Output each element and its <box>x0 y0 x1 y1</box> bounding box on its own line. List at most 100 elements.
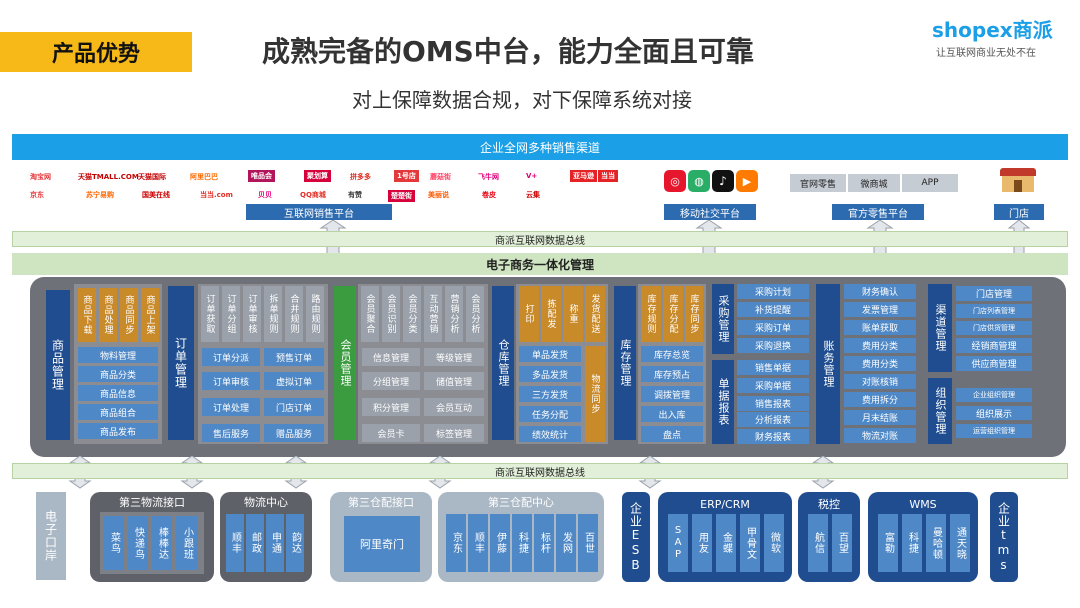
douyin-icon: ♪ <box>712 170 734 192</box>
order-col: 订单审核 <box>243 286 261 342</box>
goods-col: 商品下载 <box>78 288 96 342</box>
channel-row: 经销商管理 <box>956 338 1032 353</box>
section-tag: 产品优势 <box>0 32 192 72</box>
wechat-icon: ◍ <box>688 170 710 192</box>
member-row: 信息管理 <box>362 348 420 366</box>
logistics-center-item: 申通 <box>266 514 284 572</box>
org-title: 组织管理 <box>928 378 952 444</box>
tax-title: 税控 <box>818 498 840 511</box>
channel-title: 渠道管理 <box>928 284 952 372</box>
report-row: 采购单据 <box>737 378 809 393</box>
wms-center-title: 第三仓配中心 <box>488 496 554 509</box>
org-row: 运营组织管理 <box>956 424 1032 438</box>
data-bus-bottom: 商派互联网数据总线 <box>12 463 1068 479</box>
goods-col: 商品同步 <box>120 288 138 342</box>
channel-row: 门店供货管理 <box>956 321 1032 335</box>
order-row: 订单分派 <box>202 348 260 366</box>
order-row: 虚拟订单 <box>264 372 324 390</box>
goods-col: 商品上架 <box>141 288 159 342</box>
account-row: 费用分类 <box>844 338 916 353</box>
logistics-center-item: 韵达 <box>286 514 304 572</box>
warehouse-row: 单品发货 <box>519 346 581 362</box>
account-row: 对账核销 <box>844 374 916 389</box>
wms-title: WMS <box>909 497 937 511</box>
logistics-item: 菜鸟 <box>104 516 124 570</box>
goods-row: 商品组合 <box>78 404 158 420</box>
wms-center-item: 标杆 <box>534 514 554 572</box>
member-title: 会员管理 <box>334 286 356 440</box>
member-row: 分组管理 <box>362 372 420 390</box>
member-col: 会员识别 <box>382 286 400 342</box>
warehouse-row: 多品发货 <box>519 366 581 382</box>
social-icons: ◎ ◍ ♪ ▶ <box>664 168 764 196</box>
order-row: 售后服务 <box>202 424 260 442</box>
wms-center-item: 京东 <box>446 514 466 572</box>
stock-row: 库存总览 <box>641 346 703 362</box>
wms-item: 富勒 <box>878 514 898 572</box>
order-col: 拆单规则 <box>264 286 282 342</box>
member-col: 营销分析 <box>445 286 463 342</box>
brand-slogan: 让互联网商业无处不在 <box>936 48 1036 59</box>
account-title: 账务管理 <box>816 284 840 444</box>
member-col: 会员聚合 <box>361 286 379 342</box>
account-row: 月末结账 <box>844 410 916 425</box>
order-row: 预售订单 <box>264 348 324 366</box>
purchase-row: 采购计划 <box>737 284 809 299</box>
wms-item: 科捷 <box>902 514 922 572</box>
goods-row: 商品信息 <box>78 385 158 401</box>
order-row: 门店订单 <box>264 398 324 416</box>
purchase-row: 补货提醒 <box>737 302 809 317</box>
report-row: 销售单据 <box>737 360 809 375</box>
account-row: 费用分类 <box>844 356 916 371</box>
channel-row: 门店列表管理 <box>956 304 1032 318</box>
account-row: 财务确认 <box>844 284 916 299</box>
erp-item: SAP <box>668 514 688 572</box>
report-title: 单据报表 <box>712 360 734 444</box>
tax-item: 百望 <box>832 514 852 572</box>
official-item-web: 官网零售 <box>790 174 846 192</box>
official-item-app: APP <box>902 174 958 192</box>
wms-item: 通天晓 <box>950 514 970 572</box>
wms-center-item: 发网 <box>556 514 576 572</box>
order-col: 合并规则 <box>285 286 303 342</box>
group-internet-platform: 互联网销售平台 <box>246 204 392 220</box>
stock-title: 库存管理 <box>614 286 636 440</box>
wms-center-item: 顺丰 <box>468 514 488 572</box>
account-row: 账单获取 <box>844 320 916 335</box>
warehouse-title: 仓库管理 <box>492 286 514 440</box>
group-official-retail: 官方零售平台 <box>832 204 924 220</box>
member-row: 标签管理 <box>424 424 484 442</box>
page-title: 成熟完备的OMS中台，能力全面且可靠 <box>262 35 754 68</box>
account-row: 物流对账 <box>844 428 916 443</box>
order-col: 路由规则 <box>306 286 324 342</box>
member-col: 会员分析 <box>466 286 484 342</box>
wms-center-item: 伊藤 <box>490 514 510 572</box>
wms-center-item: 科捷 <box>512 514 532 572</box>
logistics-iface-title: 第三物流接口 <box>119 496 185 509</box>
logistics-item: 快递鸟 <box>128 516 148 570</box>
erp-title: ERP/CRM <box>700 497 750 511</box>
brand-logo: shopex商派 <box>932 18 1053 42</box>
stock-row: 盘点 <box>641 426 703 442</box>
purchase-row: 采购退换 <box>737 338 809 353</box>
stock-col: 库存分配 <box>663 286 683 342</box>
group-mobile-social: 移动社交平台 <box>664 204 756 220</box>
esb-box: 企业ESB <box>622 492 650 582</box>
order-title: 订单管理 <box>168 286 194 440</box>
stock-row: 调拨管理 <box>641 386 703 402</box>
group-store: 门店 <box>994 204 1044 220</box>
data-bus-top: 商派互联网数据总线 <box>12 231 1068 247</box>
warehouse-col: 拣配发 <box>541 286 561 342</box>
member-row: 等级管理 <box>424 348 484 366</box>
warehouse-row: 任务分配 <box>519 406 581 422</box>
report-row: 销售报表 <box>737 396 809 411</box>
kuaishou-icon: ▶ <box>736 170 758 192</box>
channel-row: 门店管理 <box>956 286 1032 301</box>
wms-iface-item: 阿里奇门 <box>344 516 420 572</box>
org-row: 企业组织管理 <box>956 388 1032 402</box>
order-col: 订单获取 <box>201 286 219 342</box>
logistics-item: 棒棒达 <box>152 516 172 570</box>
weibo-icon: ◎ <box>664 170 686 192</box>
report-row: 财务报表 <box>737 429 809 444</box>
tax-item: 航信 <box>808 514 828 572</box>
